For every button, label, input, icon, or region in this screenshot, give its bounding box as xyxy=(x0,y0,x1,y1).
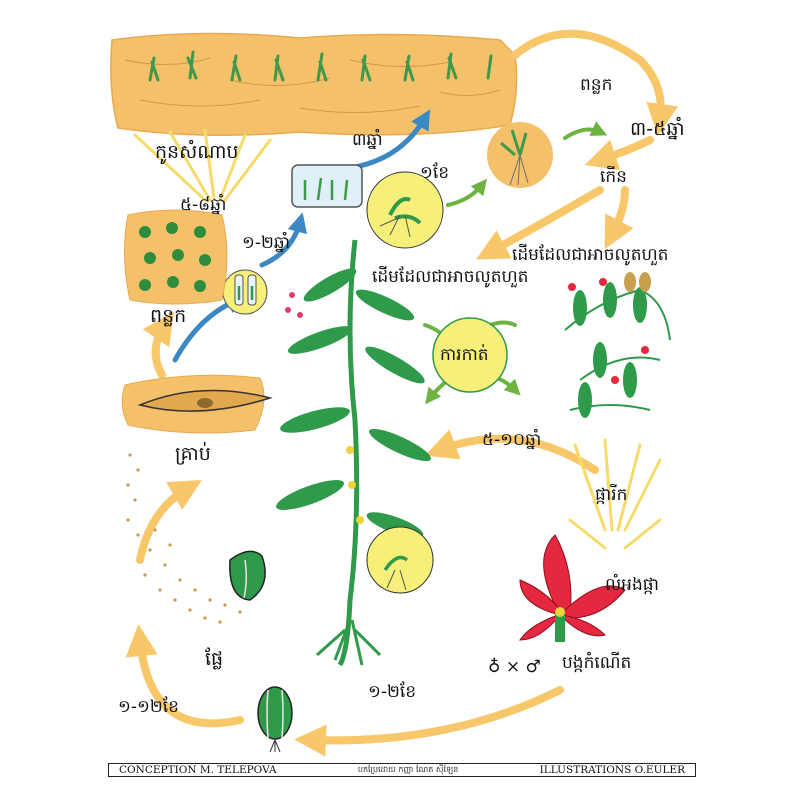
soil-block xyxy=(123,209,228,305)
soil-band-top xyxy=(110,32,518,136)
central-plant xyxy=(276,239,431,667)
right-plant-cluster xyxy=(564,272,671,418)
seed-pod-soil xyxy=(121,374,273,434)
label-flower-shape: លំអងផ្កា xyxy=(605,573,659,595)
label-years-1-2: ១-២ឆ្នាំ xyxy=(242,231,290,253)
footer-illustrations: ILLUSTRATIONS O.EULER xyxy=(539,764,685,776)
labels: ពន្លក ៣-៥ឆ្នាំ ៣ឆ្នាំ ១ខែ កើន កូនសំណាប ៥… xyxy=(118,75,685,717)
label-seed: គ្រាប់ xyxy=(175,441,211,465)
label-sex-symbols: ♁ × ♂ xyxy=(488,657,541,677)
label-sprout: ពន្លក xyxy=(150,305,186,327)
yellow-circle-root xyxy=(366,526,434,594)
label-years-3: ៣ឆ្នាំ xyxy=(352,128,383,150)
credits-footer: CONCEPTION M. TELEPOVA បកប្រែដោយ កញ្ញា ណ… xyxy=(108,763,696,777)
label-grow: កើន xyxy=(600,165,627,187)
label-fruit: ផ្លែ xyxy=(205,647,223,670)
closed-fruit xyxy=(257,686,293,753)
scattered-seeds xyxy=(126,453,242,624)
label-seedling-top: ពន្លក xyxy=(580,75,612,95)
yellow-circle-seedling xyxy=(366,171,444,249)
label-years-5-10: ៥-១០ឆ្នាំ xyxy=(482,428,541,450)
seedling-soil-circle xyxy=(487,122,553,188)
orange-arrows xyxy=(125,29,679,757)
label-years-5-8: ៥-៨ឆ្នាំ xyxy=(180,193,226,215)
cutting-circle xyxy=(432,317,508,393)
opened-fruit xyxy=(229,550,266,601)
label-cutting: ការកាត់ xyxy=(440,343,489,365)
footer-conception: CONCEPTION M. TELEPOVA xyxy=(119,764,277,776)
seedling-tray xyxy=(291,164,363,208)
label-years-3-5: ៣-៥ឆ្នាំ xyxy=(630,116,685,140)
label-months-1-12: ១-១២ខែ xyxy=(118,696,179,717)
label-stem-right: ដើមដែលជាអាចលូតហួត xyxy=(512,243,668,266)
label-month-1: ១ខែ xyxy=(420,162,449,183)
label-blooming: ផ្ការីក xyxy=(595,483,627,505)
sprout-tube-circle xyxy=(222,269,268,315)
pink-flowers xyxy=(285,292,303,318)
red-flower xyxy=(519,534,626,642)
footer-translator: បកប្រែដោយ កញ្ញា ណែត ស៊ីឡែន xyxy=(357,765,459,774)
fan-rays xyxy=(133,128,662,550)
label-stem-center: ដើមដែលជាអាចលូតហួត xyxy=(372,265,528,288)
label-months-1-2: ១-២ខែ xyxy=(368,681,416,702)
label-seedlings: កូនសំណាប xyxy=(155,139,239,165)
label-fertilize: បង្កកំណើត xyxy=(562,651,631,673)
